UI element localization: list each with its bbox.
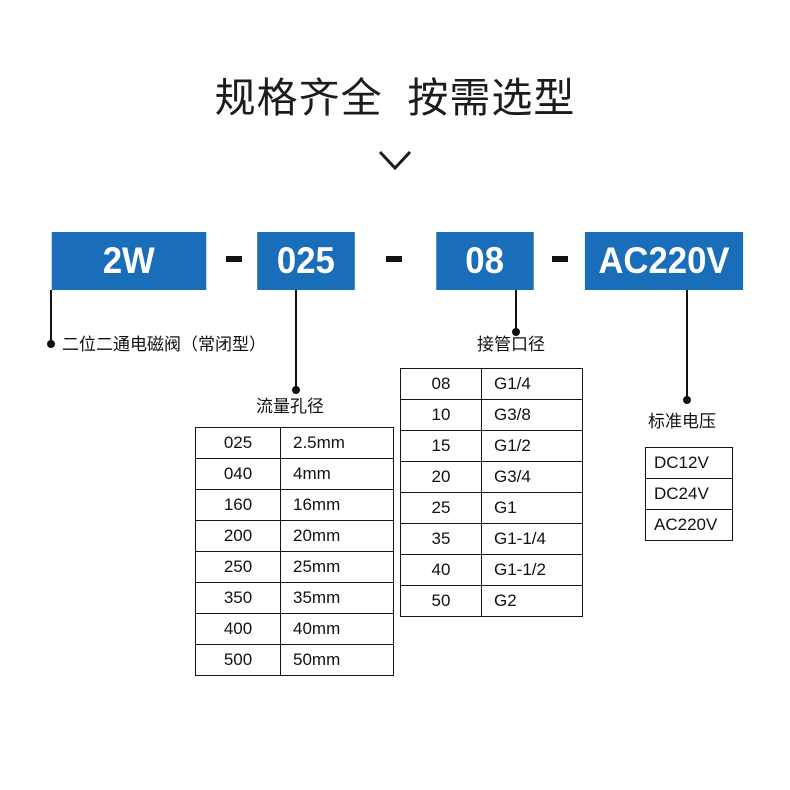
voltage-table-body: DC12V DC24V AC220V bbox=[645, 447, 733, 541]
orifice-code-cell: 400 bbox=[195, 613, 281, 645]
leader-line-orifice bbox=[295, 290, 297, 390]
code-separator-dash bbox=[552, 256, 568, 262]
port-value-cell: G1-1/4 bbox=[481, 523, 583, 555]
port-value-cell: G3/4 bbox=[481, 461, 583, 493]
table-row: 40 G1-1/2 bbox=[400, 554, 583, 586]
table-row: 500 50mm bbox=[195, 644, 394, 676]
code-segment-series-text: 2W bbox=[102, 240, 156, 281]
leader-line-port bbox=[515, 290, 517, 332]
callout-label-voltage: 标准电压 bbox=[648, 412, 716, 431]
port-code-cell: 35 bbox=[400, 523, 482, 555]
port-code-cell: 15 bbox=[400, 430, 482, 462]
leader-dot-series bbox=[47, 340, 55, 348]
leader-dot-port bbox=[512, 328, 520, 336]
table-row: 250 25mm bbox=[195, 551, 394, 583]
leader-dot-voltage bbox=[683, 396, 691, 404]
callout-label-port: 接管口径 bbox=[477, 335, 545, 354]
port-spec-table: 08 G1/4 10 G3/8 15 G1/2 20 G3/4 25 G1 35… bbox=[400, 368, 583, 617]
orifice-code-cell: 025 bbox=[195, 427, 281, 459]
table-row: DC24V bbox=[645, 478, 733, 510]
port-code-cell: 08 bbox=[400, 368, 482, 400]
code-separator-dash bbox=[386, 256, 402, 262]
orifice-value-cell: 40mm bbox=[280, 613, 394, 645]
port-value-cell: G1/4 bbox=[481, 368, 583, 400]
table-row: 50 G2 bbox=[400, 585, 583, 617]
code-segment-series[interactable]: 2W bbox=[51, 232, 207, 290]
page-title: 规格齐全 按需选型 bbox=[214, 75, 576, 121]
port-code-cell: 50 bbox=[400, 585, 482, 617]
table-row: 400 40mm bbox=[195, 613, 394, 645]
chevron-down-icon bbox=[374, 146, 416, 174]
orifice-value-cell: 35mm bbox=[280, 582, 394, 614]
orifice-code-cell: 350 bbox=[195, 582, 281, 614]
orifice-value-cell: 50mm bbox=[280, 644, 394, 676]
table-row: 350 35mm bbox=[195, 582, 394, 614]
orifice-code-cell: 500 bbox=[195, 644, 281, 676]
table-row: AC220V bbox=[645, 509, 733, 541]
table-row: 35 G1-1/4 bbox=[400, 523, 583, 555]
table-row: 10 G3/8 bbox=[400, 399, 583, 431]
voltage-spec-table: DC12V DC24V AC220V bbox=[645, 447, 733, 541]
table-row: 25 G1 bbox=[400, 492, 583, 524]
table-row: 160 16mm bbox=[195, 489, 394, 521]
orifice-value-cell: 25mm bbox=[280, 551, 394, 583]
leader-line-voltage bbox=[686, 290, 688, 400]
orifice-value-cell: 20mm bbox=[280, 520, 394, 552]
port-table-body: 08 G1/4 10 G3/8 15 G1/2 20 G3/4 25 G1 35… bbox=[400, 368, 583, 617]
table-row: 040 4mm bbox=[195, 458, 394, 490]
code-segment-voltage[interactable]: AC220V bbox=[584, 232, 744, 290]
orifice-value-cell: 16mm bbox=[280, 489, 394, 521]
port-code-cell: 40 bbox=[400, 554, 482, 586]
table-row: 15 G1/2 bbox=[400, 430, 583, 462]
code-segment-port-text: 08 bbox=[465, 240, 505, 281]
port-value-cell: G1-1/2 bbox=[481, 554, 583, 586]
code-segment-port[interactable]: 08 bbox=[436, 232, 534, 290]
voltage-code-cell: AC220V bbox=[645, 509, 733, 541]
orifice-value-cell: 4mm bbox=[280, 458, 394, 490]
code-separator-dash bbox=[226, 256, 242, 262]
table-row: 200 20mm bbox=[195, 520, 394, 552]
orifice-code-cell: 250 bbox=[195, 551, 281, 583]
code-segment-orifice-text: 025 bbox=[277, 240, 335, 281]
orifice-code-cell: 200 bbox=[195, 520, 281, 552]
callout-label-orifice: 流量孔径 bbox=[256, 397, 324, 416]
orifice-code-cell: 040 bbox=[195, 458, 281, 490]
callout-label-series: 二位二通电磁阀（常闭型） bbox=[62, 335, 266, 354]
port-code-cell: 20 bbox=[400, 461, 482, 493]
orifice-code-cell: 160 bbox=[195, 489, 281, 521]
code-segment-voltage-text: AC220V bbox=[598, 240, 730, 281]
orifice-table-body: 025 2.5mm 040 4mm 160 16mm 200 20mm 250 … bbox=[195, 427, 394, 676]
code-segment-orifice[interactable]: 025 bbox=[257, 232, 355, 290]
orifice-value-cell: 2.5mm bbox=[280, 427, 394, 459]
leader-line-series bbox=[50, 290, 52, 344]
leader-dot-orifice bbox=[292, 386, 300, 394]
port-value-cell: G1 bbox=[481, 492, 583, 524]
table-row: DC12V bbox=[645, 447, 733, 479]
voltage-code-cell: DC12V bbox=[645, 447, 733, 479]
voltage-code-cell: DC24V bbox=[645, 478, 733, 510]
table-row: 025 2.5mm bbox=[195, 427, 394, 459]
port-value-cell: G2 bbox=[481, 585, 583, 617]
port-value-cell: G3/8 bbox=[481, 399, 583, 431]
port-value-cell: G1/2 bbox=[481, 430, 583, 462]
port-code-cell: 10 bbox=[400, 399, 482, 431]
table-row: 08 G1/4 bbox=[400, 368, 583, 400]
table-row: 20 G3/4 bbox=[400, 461, 583, 493]
port-code-cell: 25 bbox=[400, 492, 482, 524]
orifice-spec-table: 025 2.5mm 040 4mm 160 16mm 200 20mm 250 … bbox=[195, 427, 394, 676]
